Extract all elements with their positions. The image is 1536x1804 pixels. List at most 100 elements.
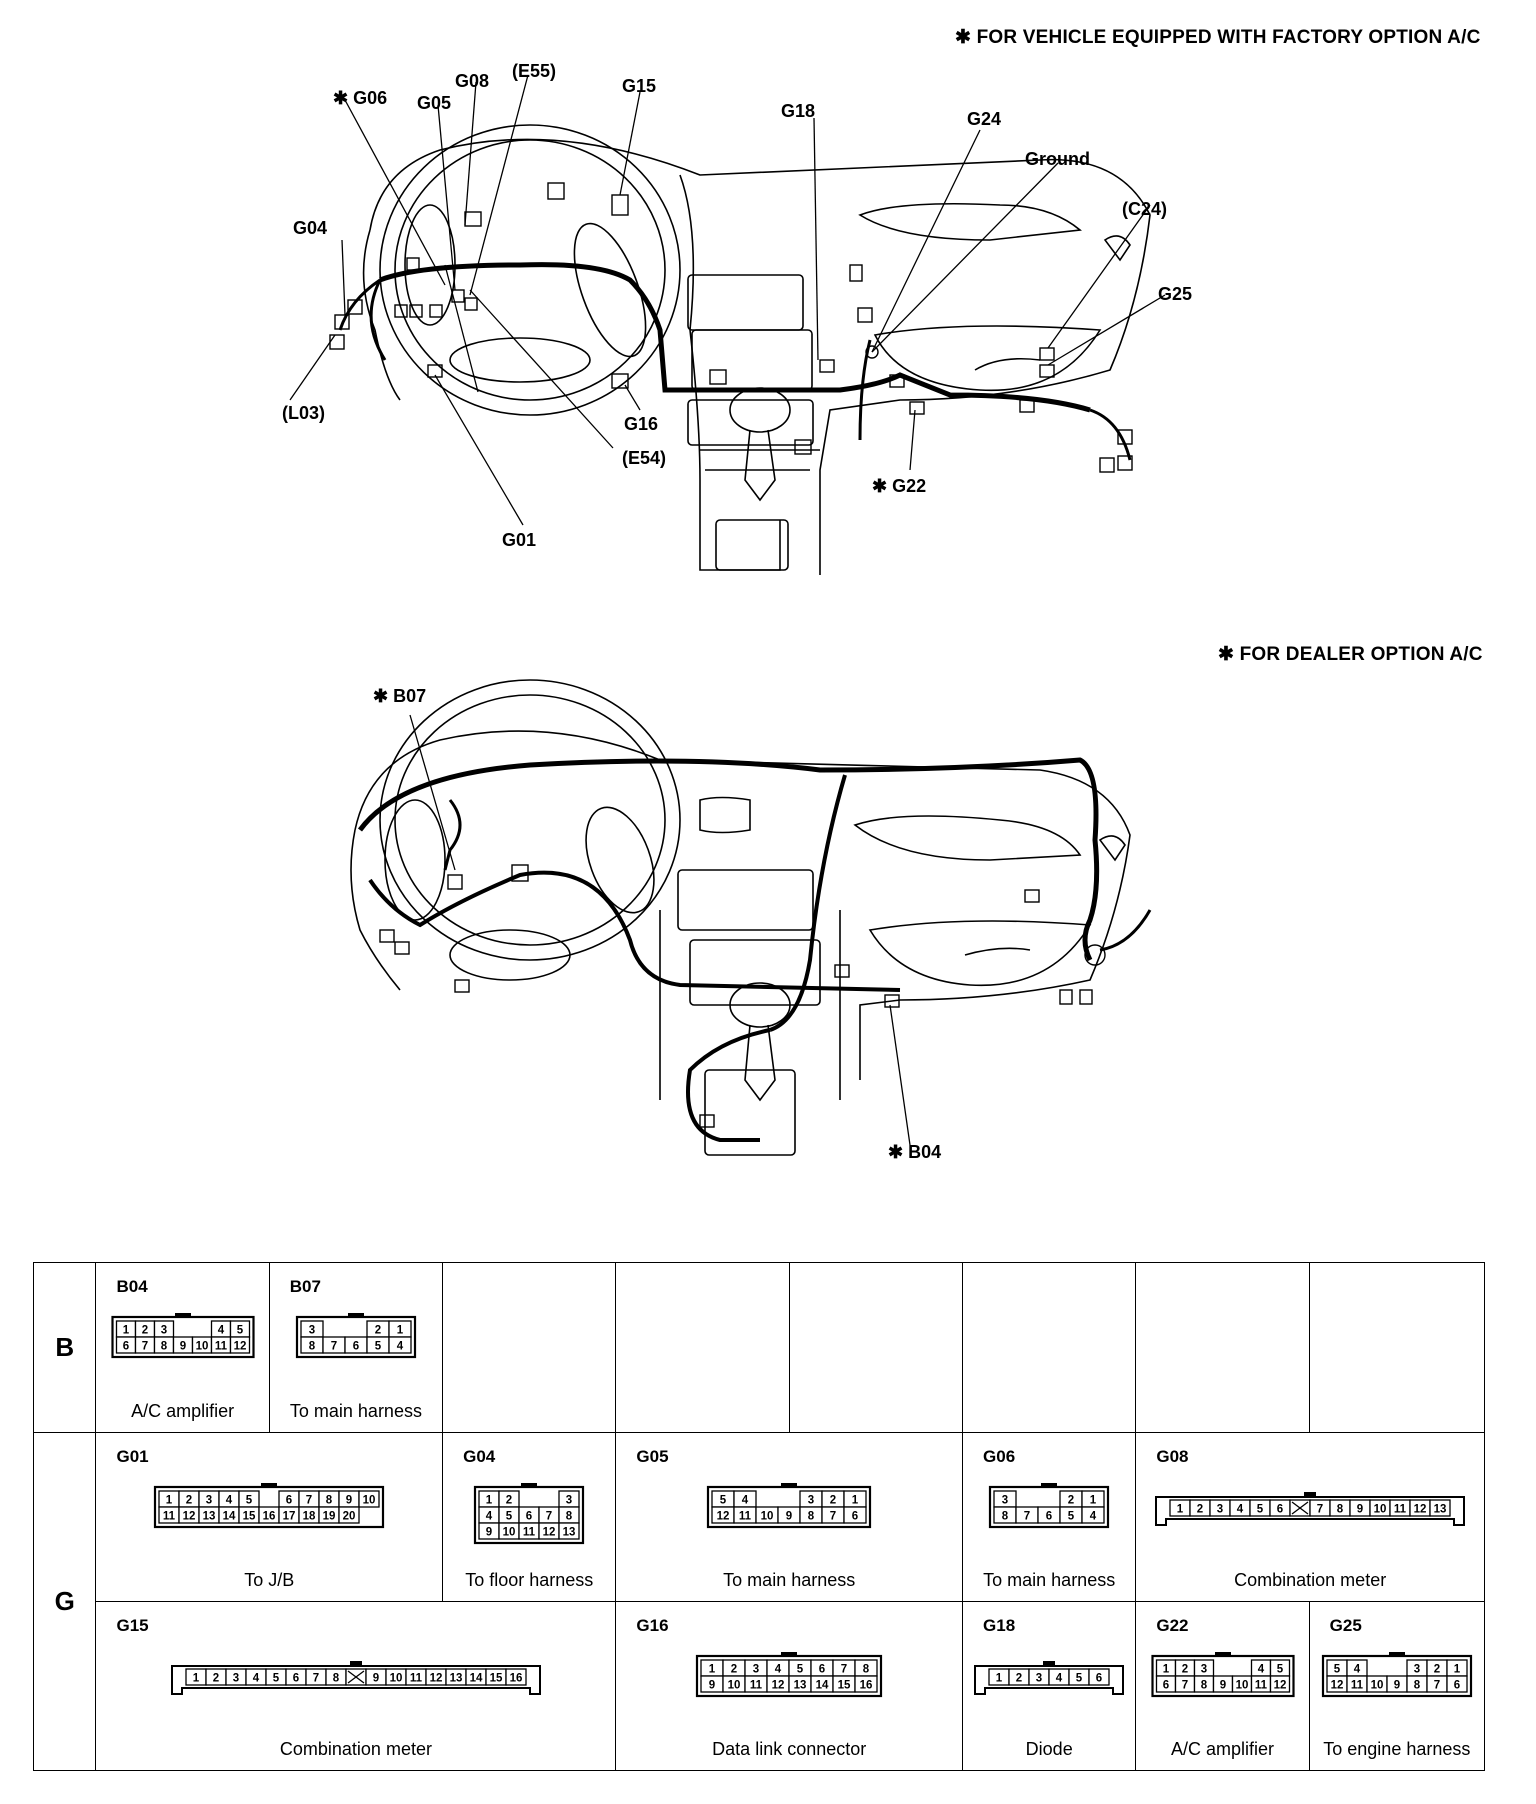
connector-pin: 16 <box>505 1668 527 1686</box>
label-e54: (E54) <box>622 448 667 468</box>
connector-pin: 12 <box>766 1675 790 1693</box>
connector-pin: 4 <box>733 1490 757 1508</box>
svg-text:1: 1 <box>193 1673 200 1685</box>
svg-text:13: 13 <box>794 1680 807 1692</box>
connector-pin: 5 <box>498 1506 520 1524</box>
svg-text:1: 1 <box>1454 1664 1461 1676</box>
svg-text:10: 10 <box>728 1680 741 1692</box>
connector-pin: 11 <box>1389 1499 1411 1517</box>
connector-pin: 15 <box>832 1675 856 1693</box>
connector-pin: 4 <box>1081 1506 1105 1524</box>
connector-pin: 5 <box>711 1490 735 1508</box>
row-header-b: B <box>32 1262 97 1433</box>
svg-text:10: 10 <box>1374 1504 1387 1516</box>
connector-pin: 6 <box>115 1336 136 1354</box>
svg-text:7: 7 <box>1434 1680 1440 1692</box>
connector-pin: 7 <box>1015 1506 1039 1524</box>
connector-pin: 7 <box>1426 1675 1448 1693</box>
label-g05: G05 <box>417 93 452 113</box>
connector-pin: 11 <box>518 1522 540 1540</box>
connector-pin: 12 <box>1409 1499 1431 1517</box>
connector-pin: 3 <box>225 1668 247 1686</box>
svg-text:6: 6 <box>286 1495 292 1507</box>
connector-pin: 11 <box>210 1336 231 1354</box>
dealer-option-note: ✱ FOR DEALER OPTION A/C <box>1218 644 1483 665</box>
svg-text:9: 9 <box>486 1527 492 1539</box>
connector-pin: 3 <box>1193 1659 1214 1677</box>
connector-pin: 1 <box>1155 1659 1176 1677</box>
connector-pin: 2 <box>498 1490 520 1508</box>
svg-text:16: 16 <box>860 1680 873 1692</box>
connector-id: G25 <box>1329 1616 1362 1635</box>
connector-pin: 6 <box>810 1659 834 1677</box>
connector-pin: 1 <box>158 1490 180 1508</box>
svg-text:1: 1 <box>1090 1495 1097 1507</box>
connector-pin: 9 <box>172 1336 193 1354</box>
connector-pin: 8 <box>993 1506 1017 1524</box>
connector-pin: 11 <box>1250 1675 1271 1693</box>
svg-text:9: 9 <box>346 1495 352 1507</box>
svg-text:5: 5 <box>375 1341 382 1353</box>
connector-pin: 6 <box>843 1506 867 1524</box>
svg-text:15: 15 <box>490 1673 503 1685</box>
connector-pin: 16 <box>258 1506 280 1524</box>
label-l03: (L03) <box>282 403 326 423</box>
label-b07: ✱ B07 <box>373 686 427 706</box>
svg-text:4: 4 <box>226 1495 233 1507</box>
svg-text:8: 8 <box>160 1341 167 1353</box>
connector-pin: 8 <box>558 1506 580 1524</box>
connector-pin: 11 <box>1346 1675 1368 1693</box>
svg-text:1: 1 <box>852 1495 859 1507</box>
svg-text:10: 10 <box>1370 1680 1383 1692</box>
svg-text:3: 3 <box>160 1325 166 1337</box>
svg-text:11: 11 <box>1254 1680 1267 1692</box>
connector-pin: 5 <box>1269 1659 1290 1677</box>
svg-text:15: 15 <box>838 1680 851 1692</box>
connector-pin: 3 <box>198 1490 220 1508</box>
svg-text:8: 8 <box>1002 1511 1009 1523</box>
svg-text:11: 11 <box>215 1341 228 1353</box>
connector-pin: 4 <box>478 1506 500 1524</box>
svg-text:2: 2 <box>1181 1664 1187 1676</box>
connector-pin: 2 <box>1008 1668 1030 1686</box>
svg-text:7: 7 <box>313 1673 319 1685</box>
connector-pin: 2 <box>366 1320 390 1338</box>
connector-pin: 4 <box>1048 1668 1070 1686</box>
svg-text:3: 3 <box>233 1673 239 1685</box>
svg-text:1: 1 <box>486 1495 493 1507</box>
connector-pin: 14 <box>218 1506 240 1524</box>
svg-text:9: 9 <box>709 1680 715 1692</box>
connector-pin: 3 <box>153 1320 174 1338</box>
connector-pin: 13 <box>788 1675 812 1693</box>
connector-pin: 8 <box>799 1506 823 1524</box>
connector-pin: 7 <box>821 1506 845 1524</box>
svg-text:8: 8 <box>326 1495 333 1507</box>
svg-text:3: 3 <box>808 1495 814 1507</box>
connector-pin: 5 <box>229 1320 250 1338</box>
svg-text:4: 4 <box>1257 1664 1264 1676</box>
empty-cell <box>788 1262 964 1433</box>
connector-pin: 13 <box>445 1668 467 1686</box>
connector-pin: 4 <box>210 1320 231 1338</box>
svg-text:2: 2 <box>141 1325 147 1337</box>
connector-pin: 6 <box>278 1490 300 1508</box>
svg-text:10: 10 <box>1235 1680 1248 1692</box>
svg-text:6: 6 <box>353 1341 359 1353</box>
svg-text:12: 12 <box>1414 1504 1427 1516</box>
svg-text:2: 2 <box>1068 1495 1074 1507</box>
connector-id: G15 <box>116 1616 149 1635</box>
svg-text:1: 1 <box>166 1495 173 1507</box>
svg-text:11: 11 <box>1351 1680 1364 1692</box>
svg-text:3: 3 <box>753 1664 759 1676</box>
label-g08: G08 <box>455 71 490 91</box>
svg-text:2: 2 <box>1016 1673 1022 1685</box>
svg-text:5: 5 <box>246 1495 253 1507</box>
svg-text:9: 9 <box>1394 1680 1400 1692</box>
connector-description: Diode <box>1025 1739 1073 1759</box>
connector-description: To main harness <box>289 1401 422 1421</box>
connector-pin: 14 <box>810 1675 834 1693</box>
